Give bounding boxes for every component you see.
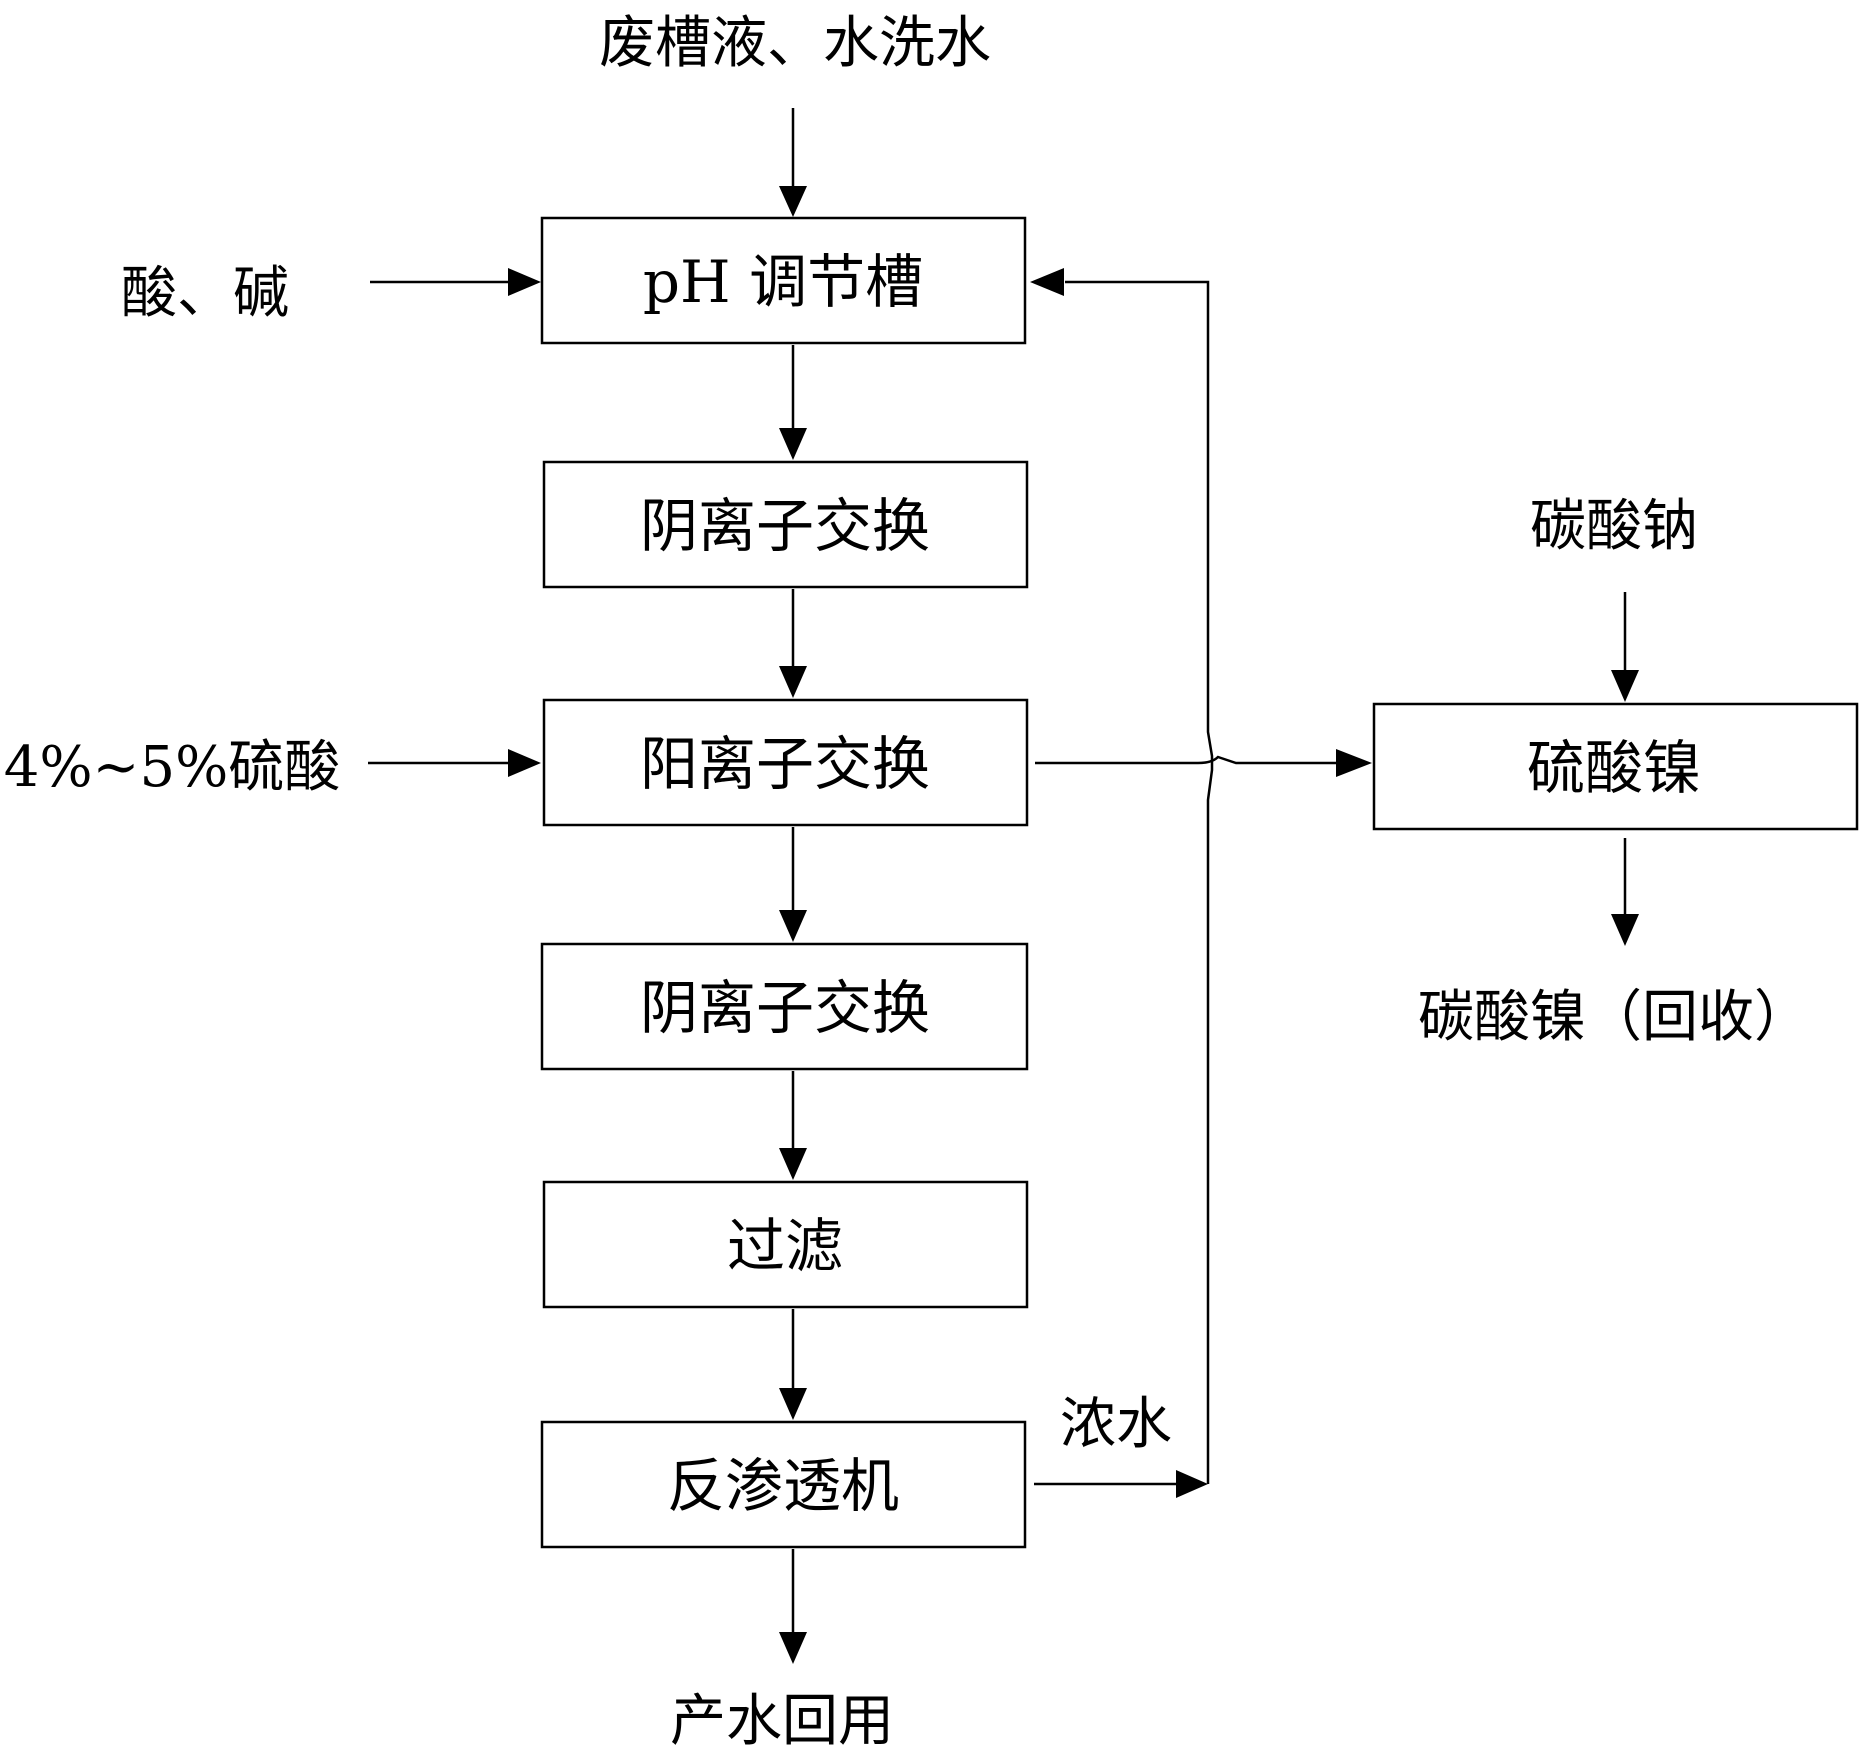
arrow-anion2-to-filter-head (779, 1148, 807, 1180)
concentrate-label: 浓水 (1060, 1392, 1172, 1457)
arrow-ro-to-product-head (779, 1632, 807, 1664)
reverse-osmosis-box (540, 1420, 1027, 1549)
arrow-nickel-sulfate-to-carbonate-head (1611, 914, 1639, 946)
arrow-filter-to-ro-head (779, 1388, 807, 1420)
cation-exchange-label: 阳离子交换 (640, 730, 930, 798)
ph-adjust-tank-label: pH 调节槽 (643, 248, 923, 316)
cation-exchange-box (542, 698, 1029, 827)
return-to-ph-head (1030, 268, 1064, 296)
filter-box (542, 1180, 1029, 1309)
product-water-reuse-label: 产水回用 (670, 1689, 894, 1754)
sodium-carbonate-label: 碳酸钠 (1530, 494, 1698, 559)
anion-exchange-2-box (540, 942, 1029, 1071)
anion-exchange-2-label: 阴离子交换 (640, 974, 930, 1042)
nickel-carbonate-recovered-label: 碳酸镍（回收） (1418, 985, 1810, 1050)
arrow-waste-to-ph-head (779, 186, 807, 217)
ph-adjust-tank-box (540, 216, 1027, 345)
nickel-sulfate-label: 硫酸镍 (1527, 734, 1701, 802)
arrow-sodium-carbonate-head (1611, 670, 1639, 702)
nickel-sulfate-box (1372, 702, 1859, 831)
arrow-cation-to-anion2-head (779, 910, 807, 942)
waste-liquid-label: 废槽液、水洗水 (599, 11, 991, 76)
arrow-acid-base-head (508, 268, 541, 296)
arrow-sulfuric-head (508, 749, 541, 777)
arrow-anion1-to-cation-head (779, 666, 807, 698)
arrow-cation-to-nickel-sulfate-head (1336, 749, 1372, 777)
anion-exchange-1-label: 阴离子交换 (640, 492, 930, 560)
arrow-ph-to-anion1-head (779, 428, 807, 460)
arrow-cation-to-nickel-sulfate-line (1035, 755, 1338, 765)
sulfuric-acid-label: 4%~5%硫酸 (4, 735, 341, 800)
filter-label: 过滤 (727, 1212, 843, 1280)
reverse-osmosis-label: 反渗透机 (667, 1452, 899, 1520)
arrow-ro-concentrate-head (1176, 1470, 1208, 1498)
acid-base-label: 酸、碱 (121, 261, 289, 326)
anion-exchange-1-box (542, 460, 1029, 589)
return-concentrate-line (1065, 280, 1214, 1484)
